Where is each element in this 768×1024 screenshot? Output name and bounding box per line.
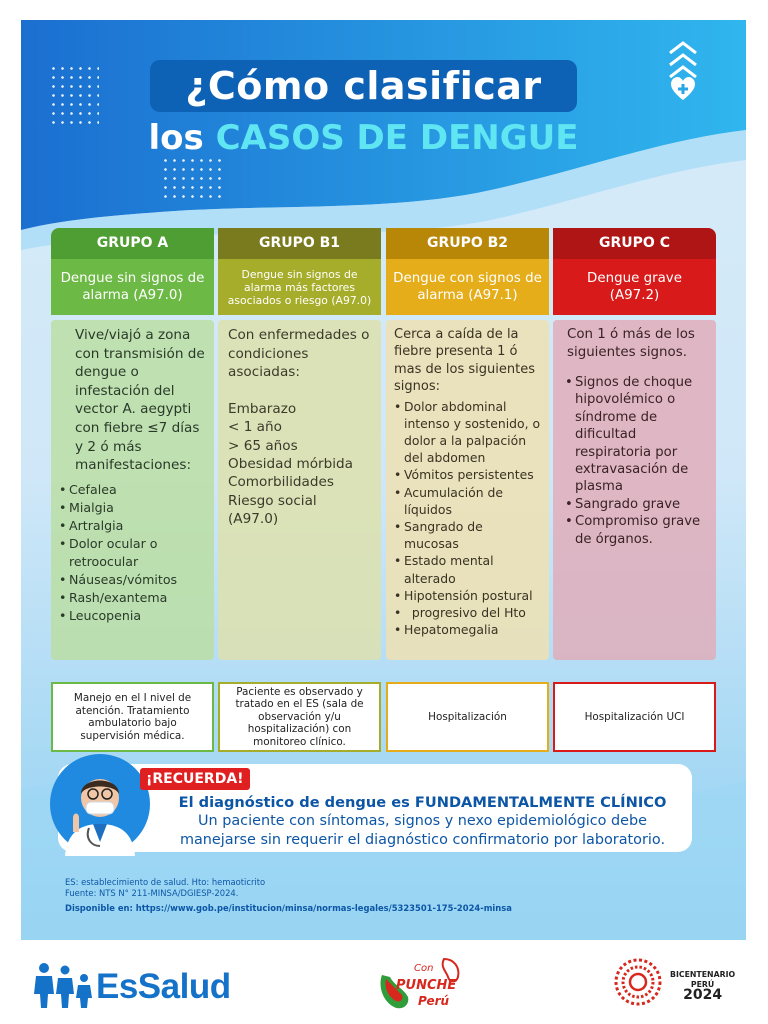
page-title: ¿Cómo clasificar xyxy=(185,64,542,108)
chevron-up-icon xyxy=(669,41,697,54)
criteria-intro: Vive/viajó a zona con transmisión de den… xyxy=(75,327,205,474)
group-management: Manejo en el I nivel de atención. Tratam… xyxy=(51,682,214,752)
condition-item: Obesidad mórbida xyxy=(228,456,353,472)
criteria-item: Signos de choque hipovolémico o síndrome… xyxy=(565,374,708,496)
group-subtitle: Dengue grave (A97.2) xyxy=(553,259,716,315)
condition-item: Comorbilidades xyxy=(228,474,334,491)
criteria-intro: Con 1 ó más de los siguientes signos. xyxy=(567,327,695,360)
criteria-intro: Cerca a caída de la fiebre presenta 1 ó … xyxy=(394,327,535,395)
punche-peru: Perú xyxy=(418,994,450,1008)
criteria-item: Sangrado grave xyxy=(565,496,708,514)
doctor-illustration-icon xyxy=(50,754,150,856)
group-criteria: Con 1 ó más de los siguientes signos. Si… xyxy=(553,320,716,660)
criteria-item: Artralgia xyxy=(59,517,206,535)
condition-item: Embarazo xyxy=(228,400,297,417)
group-c-column: GRUPO C Dengue grave (A97.2) Con 1 ó más… xyxy=(553,228,716,752)
group-b1-column: GRUPO B1 Dengue sin signos de alarma más… xyxy=(218,228,381,752)
group-header: GRUPO B2 xyxy=(386,228,549,259)
footnote-abbrev: ES: establecimiento de salud. Hto: hemao… xyxy=(65,877,266,887)
criteria-intro: Con enfermedades o condiciones asociadas… xyxy=(228,327,370,381)
footnote-source: Fuente: NTS N° 211-MINSA/DGIESP-2024. xyxy=(65,888,239,898)
group-header: GRUPO C xyxy=(553,228,716,259)
footnote-available: Disponible en: https://www.gob.pe/instit… xyxy=(65,903,512,913)
condition-item: Riesgo social xyxy=(228,492,317,509)
criteria-item: Náuseas/vómitos xyxy=(59,571,206,589)
group-management: Hospitalización UCI xyxy=(553,682,716,752)
group-criteria: Cerca a caída de la fiebre presenta 1 ó … xyxy=(386,320,549,660)
group-management: Hospitalización xyxy=(386,682,549,752)
criteria-item: Dolor abdominal intenso y sostenido, o d… xyxy=(394,398,541,467)
chevron-up-icon xyxy=(669,65,697,78)
group-header: GRUPO B1 xyxy=(218,228,381,259)
bicentenario-text: BICENTENARIO PERÚ 2024 xyxy=(670,970,736,1003)
reminder-headline-bold: FUNDAMENTALMENTE CLÍNICO xyxy=(414,794,667,811)
reminder-text: Un paciente con síntomas, signos y nexo … xyxy=(179,813,666,848)
available-label: Disponible en: xyxy=(65,903,133,913)
criteria-item: Hepatomegalia xyxy=(394,621,541,638)
criteria-item: Compromiso grave de órganos. xyxy=(565,513,708,548)
group-management: Paciente es observado y tratado en el ES… xyxy=(218,682,381,752)
dot-pattern xyxy=(161,156,221,198)
reminder-headline-plain: El diagnóstico de dengue es xyxy=(178,794,410,811)
subtitle-plain: los xyxy=(148,118,204,158)
dot-pattern xyxy=(49,64,99,129)
criteria-item: Estado mental alterado xyxy=(394,552,541,586)
group-b2-column: GRUPO B2 Dengue con signos de alarma (A9… xyxy=(386,228,549,752)
criteria-item: Dolor ocular o retroocular xyxy=(59,535,206,571)
condition-item: > 65 años xyxy=(228,437,298,454)
chevron-up-icon xyxy=(669,53,697,66)
reminder-headline: El diagnóstico de dengue es FUNDAMENTALM… xyxy=(165,794,680,811)
punche-con: Con xyxy=(414,963,433,974)
punche-word: PUNCHE xyxy=(396,978,456,993)
reminder-badge: ¡RECUERDA! xyxy=(140,768,250,790)
criteria-item: Leucopenia xyxy=(59,607,206,625)
essalud-logo xyxy=(34,963,92,1008)
subtitle-highlight: CASOS DE DENGUE xyxy=(215,118,579,158)
criteria-item: Vómitos persistentes xyxy=(394,466,541,483)
criteria-item: progresivo del Hto xyxy=(394,604,541,621)
group-subtitle: Dengue con signos de alarma (A97.1) xyxy=(386,259,549,315)
con-punche-peru-logo: Con PUNCHE Perú xyxy=(380,957,460,1009)
condition-item: (A97.0) xyxy=(228,511,279,528)
essalud-logo-text: EsSalud xyxy=(96,967,231,1006)
condition-item: < 1 año xyxy=(228,419,282,436)
group-a-column: GRUPO A Dengue sin signos de alarma (A97… xyxy=(51,228,214,752)
criteria-item: Acumulación de líquidos xyxy=(394,484,541,518)
bicentenario-logo xyxy=(614,958,662,1006)
criteria-item: Mialgia xyxy=(59,499,206,517)
criteria-item: Rash/exantema xyxy=(59,589,206,607)
group-criteria: Vive/viajó a zona con transmisión de den… xyxy=(51,320,214,660)
page-subtitle: los CASOS DE DENGUE xyxy=(100,118,627,158)
heart-plus-icon xyxy=(671,77,695,100)
available-link[interactable]: https://www.gob.pe/institucion/minsa/nor… xyxy=(135,903,512,913)
bicentenario-year: 2024 xyxy=(683,987,723,1003)
group-subtitle: Dengue sin signos de alarma (A97.0) xyxy=(51,259,214,315)
title-box xyxy=(150,60,577,112)
criteria-item: Sangrado de mucosas xyxy=(394,518,541,552)
bicentenario-peru: PERÚ xyxy=(690,980,715,989)
bicentenario-label: BICENTENARIO xyxy=(670,970,736,979)
criteria-item: Cefalea xyxy=(59,481,206,499)
criteria-item: Hipotensión postural xyxy=(394,587,541,604)
group-header: GRUPO A xyxy=(51,228,214,259)
group-subtitle: Dengue sin signos de alarma más factores… xyxy=(218,259,381,315)
group-criteria: Con enfermedades o condiciones asociadas… xyxy=(218,320,381,660)
